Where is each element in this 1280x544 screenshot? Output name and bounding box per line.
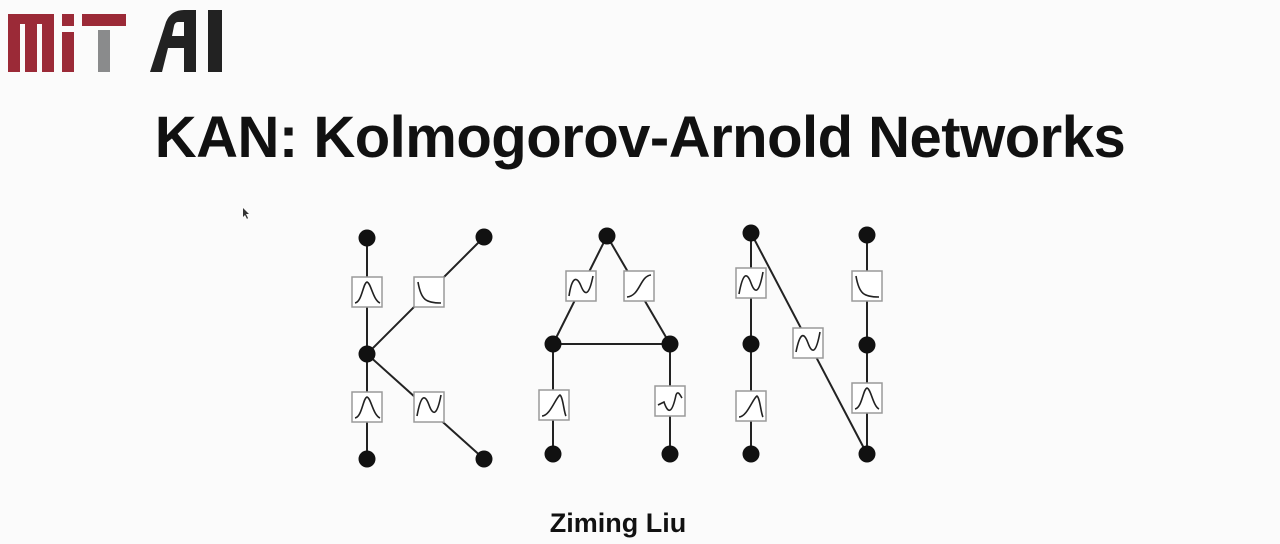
node: [661, 335, 679, 353]
diagram-edges: [366, 232, 868, 460]
logo-bar: [8, 14, 54, 24]
wave-curve: [795, 331, 821, 353]
diagram-nodes: [358, 224, 876, 468]
wave-curve: [568, 275, 594, 297]
mit-iaifi-logo: [8, 10, 222, 72]
activation-box: [654, 385, 686, 417]
logo-bar: [25, 14, 37, 72]
skew-bump-curve: [738, 395, 764, 418]
bump-curve: [854, 387, 880, 410]
node: [661, 445, 679, 463]
node: [742, 335, 760, 353]
node: [544, 335, 562, 353]
logo-bar: [62, 14, 74, 26]
node: [358, 450, 376, 468]
decay-curve: [417, 281, 442, 304]
logo-bar: [42, 14, 54, 72]
bump-curve: [354, 281, 381, 304]
skew-bump-curve: [541, 394, 567, 417]
activation-box: [413, 276, 445, 308]
node: [598, 227, 616, 245]
node: [358, 345, 376, 363]
logo-bar: [208, 10, 222, 72]
decay-curve: [855, 275, 880, 298]
node: [544, 445, 562, 463]
node: [742, 224, 760, 242]
node: [858, 226, 876, 244]
node: [742, 445, 760, 463]
logo-a: [150, 10, 196, 72]
sigmoid-curve: [626, 274, 652, 298]
node: [858, 445, 876, 463]
node: [475, 228, 493, 246]
wave-curve: [416, 394, 442, 417]
logo-bar: [82, 14, 126, 26]
node: [475, 450, 493, 468]
logo-bar: [62, 32, 74, 72]
author-name: Ziming Liu: [549, 508, 687, 538]
slide-title: KAN: Kolmogorov-Arnold Networks: [154, 105, 1126, 170]
node: [858, 336, 876, 354]
cursor-icon: [243, 208, 249, 219]
rise-dip-curve: [657, 392, 683, 411]
node: [358, 229, 376, 247]
logo-bar: [8, 14, 20, 72]
activation-curves: [354, 271, 880, 419]
wave-curve: [738, 271, 764, 295]
bump-curve: [354, 396, 381, 419]
logo-bar: [98, 30, 110, 72]
